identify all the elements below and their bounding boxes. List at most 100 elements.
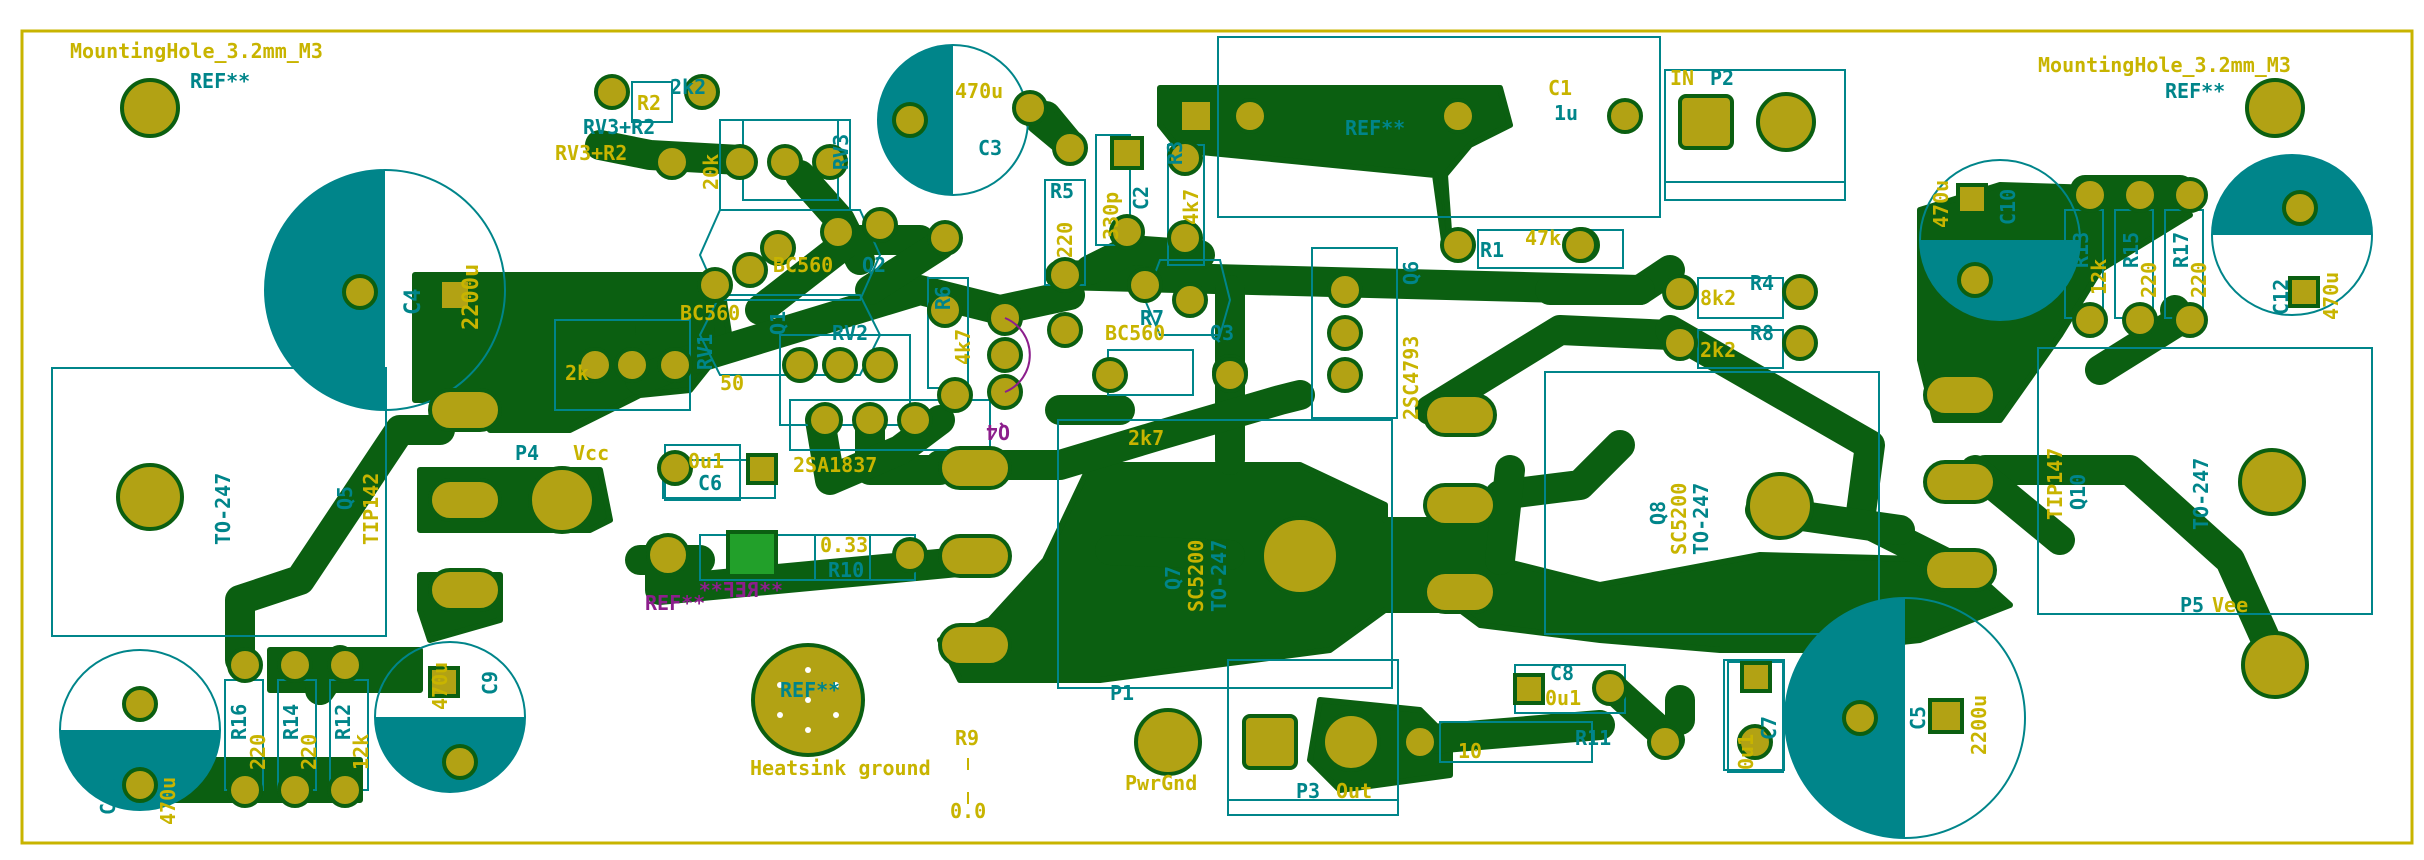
c12-ref: C12 [2269,279,2293,315]
mounting-hole-right [2245,78,2305,138]
r11-ref: R11 [1575,726,1611,750]
c12-value: 470u [2319,272,2343,320]
r13-ref: R13 [2069,232,2093,268]
q1-ref: Q1 [766,311,790,335]
c1-ref: C1 [1548,76,1572,100]
r3-ref: R3 [1163,141,1187,165]
r15-ref: R15 [2119,232,2143,268]
r5-ref: R5 [1050,179,1074,203]
r9-ref: R9 [955,726,979,750]
r14-value: 220 [297,734,321,770]
p5-ref: P5 [2180,593,2204,617]
q10-tab-hole [2238,448,2306,516]
r2-ref: R2 [637,91,661,115]
r-2k7-value: 2k7 [1128,426,1164,450]
q7-tab-hole [1260,516,1340,596]
q5-ref: Q5 [333,486,357,510]
r17-value: 220 [2187,262,2211,298]
rv3-ref2: RV3+R2 [583,115,655,139]
q8-tab-hole [1746,472,1814,540]
rv3-ref3: RV3+R2 [555,141,627,165]
rv3-ref: RV3 [829,134,853,170]
q1-value: BC560 [680,301,740,325]
c2-ref: C2 [1129,186,1153,210]
r12-value: 12k [349,734,373,770]
r1-ref: R1 [1480,238,1504,262]
r4-value: 8k2 [1700,286,1736,310]
pads [116,74,2320,808]
c6-ref: C6 [698,471,722,495]
p2-value: IN [1670,66,1694,90]
r6-ref: R6 [931,286,955,310]
q2-value: BC560 [773,253,833,277]
c3-ref: C3 [978,136,1002,160]
q8-ref: Q8 [1646,501,1670,525]
c5-value: 2200u [1967,695,1991,755]
q4-value: 2SA1837 [793,453,877,477]
c3-value: 470u [955,79,1003,103]
q5-body-outline [51,367,387,637]
p1-value: PwrGnd [1125,771,1197,795]
q5-tab-hole [116,463,184,531]
c11-ref: C11 [96,779,120,815]
rv1-ref: RV1 [693,334,717,370]
rv1-value: 2k [565,361,589,385]
r10-fab-ref: REF** [645,591,705,615]
r6-value: 4k7 [951,329,975,365]
mounting-hole-left-ref: REF** [190,69,250,93]
c2-value: 330p [1099,192,1123,240]
heatsink-value: Heatsink ground [750,756,931,780]
r15-value: 220 [2137,262,2161,298]
c4-value: 2200u [459,264,484,330]
q6-value: 2SC4793 [1399,336,1423,420]
c4-ref: C4 [401,289,426,316]
r10-smd-pad [726,530,778,578]
r7-ref: R7 [1140,306,1164,330]
c11-value: 470u [156,777,180,825]
heatsink-vias [777,667,839,733]
p3-value: Out [1336,779,1372,803]
q4-ref: Q4 [986,420,1010,444]
q7-body-outline [1057,419,1393,689]
mounting-hole-right-value: MountingHole_3.2mm_M3 [2038,53,2291,77]
q3-ref: Q3 [1210,321,1234,345]
c10-value: 470u [1929,180,1953,228]
rv2-ref: RV2 [832,321,868,345]
c9-value: 470u [428,662,452,710]
r3-value: 4k7 [1179,189,1203,225]
r2-value: 2k2 [670,75,706,99]
c7-value: 0u1 [1734,734,1758,770]
mounting-hole-right-ref: REF** [2165,79,2225,103]
r14-ref: R14 [279,704,303,740]
q10-body-outline [2037,347,2373,615]
mounting-hole-left-value: MountingHole_3.2mm_M3 [70,39,323,63]
p1-pad [1134,708,1202,776]
r4-ref: R4 [1750,271,1774,295]
q6-body-outline [1311,247,1398,419]
r16-ref: R16 [227,704,251,740]
p5-pad [2241,631,2309,699]
q10-ref: Q10 [2066,474,2090,510]
p4-value: Vcc [573,441,609,465]
rv2-value: 50 [720,371,744,395]
r10-back-ref: **REF** [699,578,783,602]
c1-body-outline [1217,36,1661,218]
q10-package: TO-247 [2189,458,2213,530]
q8-package: TO-247 [1689,483,1713,555]
q8-body-outline [1544,371,1880,635]
p1-ref: P1 [1110,681,1134,705]
q6-ref: Q6 [1399,261,1423,285]
p3-body-outline [1227,659,1399,816]
q5-package: TO-247 [211,473,235,545]
r8-value: 2k2 [1700,338,1736,362]
board-outline [20,29,2414,845]
p4-pad [528,466,596,534]
r16-value: 220 [246,734,270,770]
p2-ref: P2 [1710,66,1734,90]
r10-value: 0.33 [820,533,868,557]
q4-courtyard [1004,317,1031,393]
c10-ref: C10 [1996,189,2020,225]
q8-value: SC5200 [1667,483,1691,555]
c1-value: 1u [1554,101,1578,125]
